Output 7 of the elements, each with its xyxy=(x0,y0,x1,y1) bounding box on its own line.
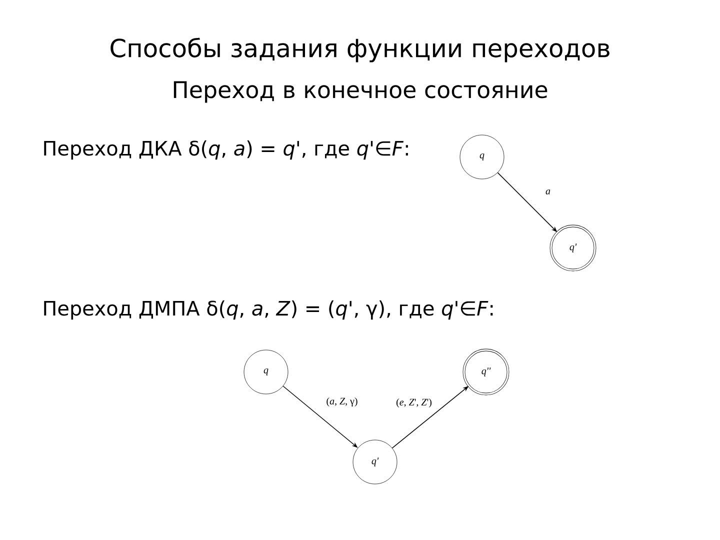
subtitle: Переход в конечное состояние xyxy=(174,81,548,103)
heading: Переход ДКА δ(q, a) = q', где q'∈F: xyxy=(44,140,408,160)
edge-label: (e, Z', Z') xyxy=(395,397,433,408)
edge-label: a xyxy=(544,188,552,196)
edge-label: (a, Z, γ) xyxy=(325,396,359,408)
heading: Переход ДМПА δ(q, a, Z) = (q', γ), где q'∈F: xyxy=(44,300,493,320)
title: Способы задания функции переходов xyxy=(110,38,610,62)
